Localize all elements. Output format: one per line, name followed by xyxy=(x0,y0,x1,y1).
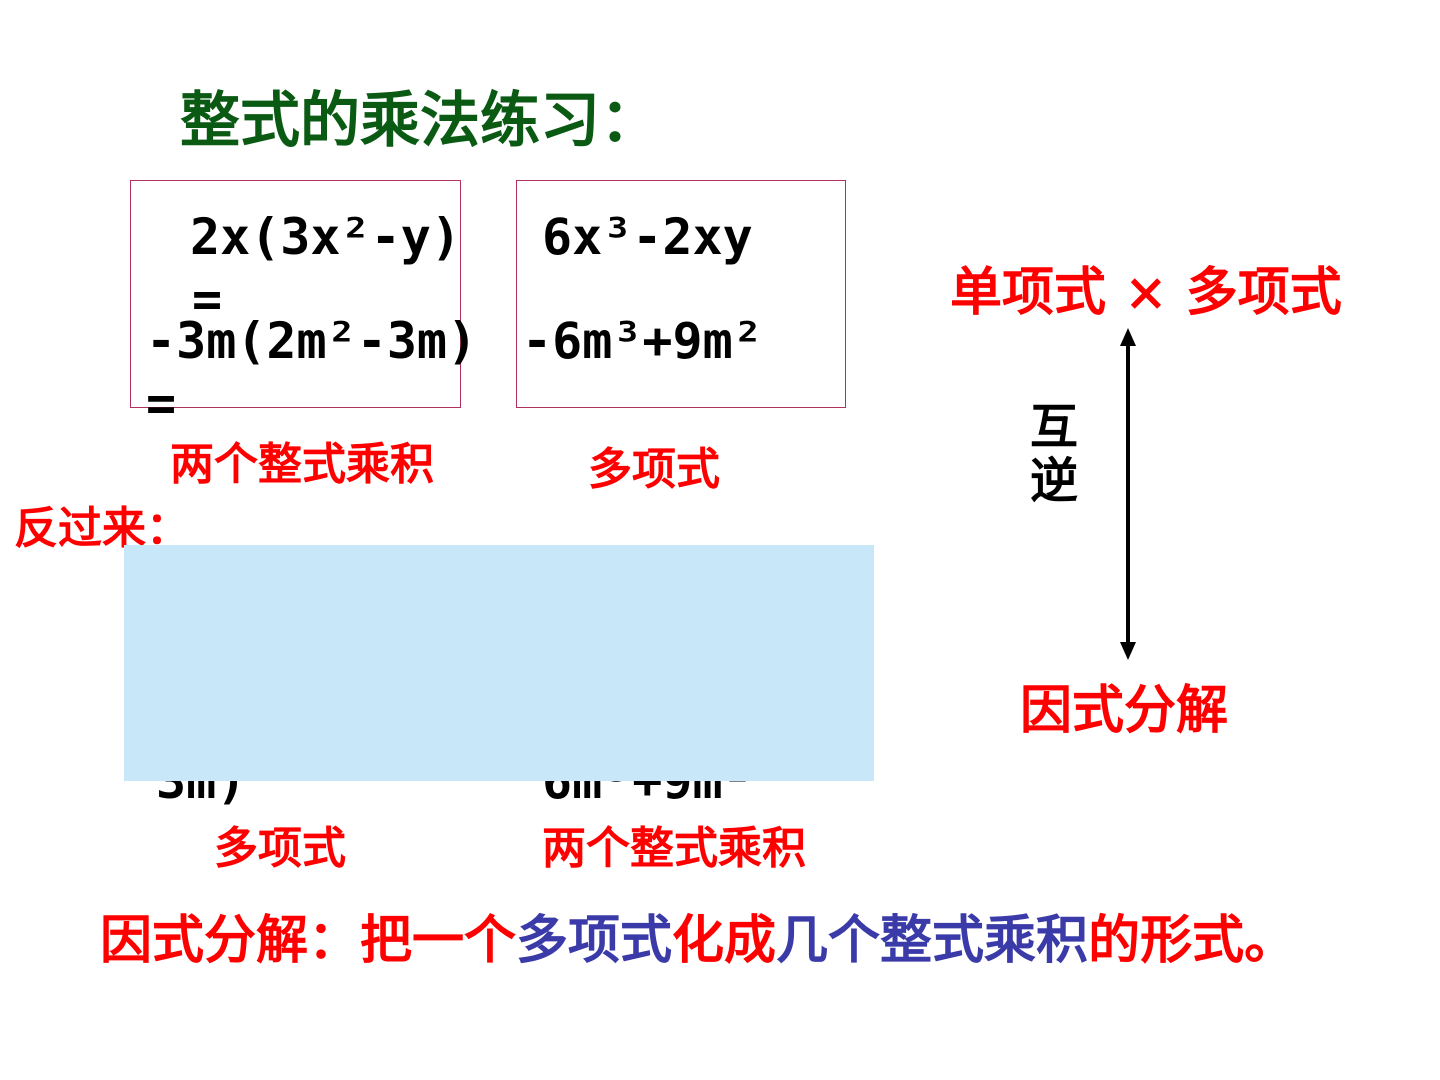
label-product-bottom: 两个整式乘积 xyxy=(542,823,806,874)
definition-part2: 多项式 xyxy=(516,910,673,971)
definition-line: 因式分解：把一个多项式化成几个整式乘积的形式。 xyxy=(100,898,1296,973)
label-monomial-times-polynomial: 单项式 × 多项式 xyxy=(950,262,1342,323)
label-factorization: 因式分解 xyxy=(1020,680,1229,741)
double-arrow-icon xyxy=(1120,328,1136,660)
expr-row2-left: -3m(2m²-3m) xyxy=(146,312,478,370)
mutual-char-2: 逆 xyxy=(1029,453,1078,509)
definition-part5: 的形式。 xyxy=(1088,910,1297,971)
left-expression-box xyxy=(130,180,461,408)
expr-row1-right: 6x³-2xy xyxy=(542,208,753,266)
cover-block xyxy=(124,545,874,781)
expr-row1-equals: = xyxy=(192,270,223,328)
label-mutually-inverse: 互 逆 xyxy=(1024,400,1084,508)
label-poly-top: 多项式 xyxy=(588,444,720,495)
definition-part1: 因式分解：把一个 xyxy=(100,910,517,971)
expr-row2-right: -6m³+9m² xyxy=(522,312,763,370)
expr-row1-left: 2x(3x²-y) xyxy=(190,208,461,266)
label-poly-bottom: 多项式 xyxy=(214,823,346,874)
page-title: 整式的乘法练习： xyxy=(180,86,660,156)
mutual-char-1: 互 xyxy=(1029,399,1078,455)
definition-part4: 几个整式乘积 xyxy=(776,910,1089,971)
label-product-top: 两个整式乘积 xyxy=(170,439,434,490)
expr-row2-equals: = xyxy=(146,374,177,432)
definition-part3: 化成 xyxy=(672,910,777,971)
right-expression-box xyxy=(516,180,846,408)
